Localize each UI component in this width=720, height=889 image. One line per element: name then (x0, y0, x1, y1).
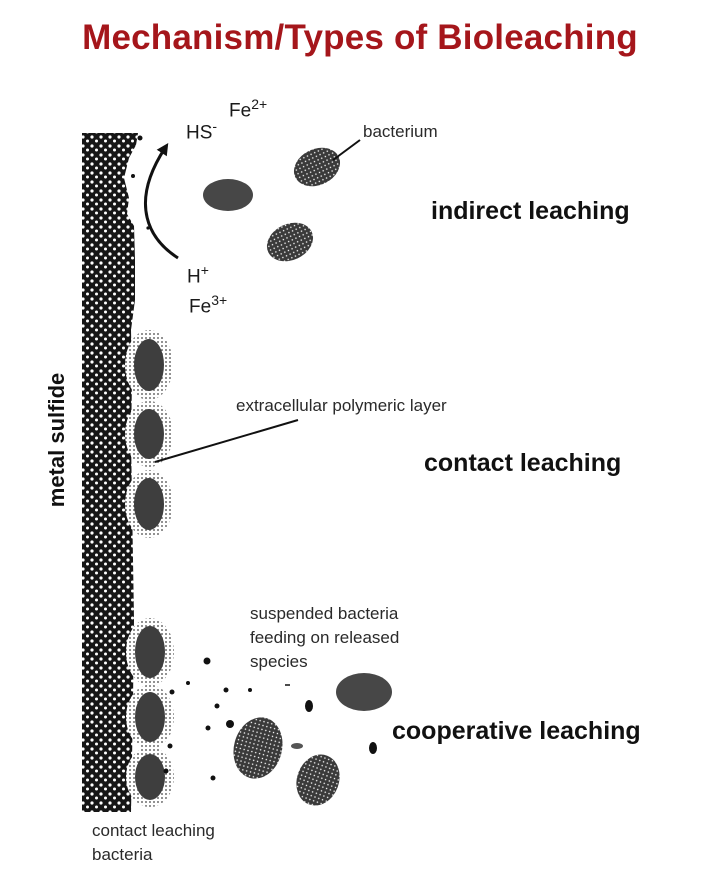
suspended-label-line1: suspended bacteria (250, 604, 399, 623)
attached-cell-group (126, 618, 174, 807)
page-title: Mechanism/Types of Bioleaching (82, 18, 638, 57)
particle (137, 135, 143, 141)
bacterium-free-dotted (266, 222, 314, 262)
suspended-bacterium-dotted (296, 754, 340, 806)
attached-cell-group (125, 330, 173, 538)
cooperative-leaching-label: cooperative leaching (392, 717, 641, 745)
suspended-label-line3: species (250, 652, 308, 671)
bacterium-label: bacterium (363, 122, 438, 141)
indirect-leaching-label: indirect leaching (431, 197, 630, 225)
contact-bacteria-label-line1: contact leaching (92, 821, 215, 840)
released-species (163, 657, 377, 781)
eps-label: extracellular polymeric layer (236, 396, 447, 415)
ion-fe2: Fe2+ (229, 96, 268, 122)
bacterium-free-solid (203, 179, 253, 211)
ion-hs: HS- (186, 118, 218, 144)
indirect-arrow (144, 142, 179, 260)
suspended-bacterium-solid (336, 673, 392, 711)
metal-sulfide-label: metal sulfide (44, 372, 69, 508)
bacterium-free-dotted (293, 147, 341, 187)
ion-h: H+ (187, 262, 209, 288)
contact-bacteria-label-line2: bacteria (92, 845, 153, 864)
suspended-bacterium-dotted (233, 717, 283, 779)
suspended-label-line2: feeding on released (250, 628, 400, 647)
bacterium-leader-line (332, 139, 361, 161)
particle (131, 174, 135, 178)
eps-leader-line (154, 419, 299, 463)
contact-leaching-label: contact leaching (424, 449, 622, 477)
ion-fe3: Fe3+ (189, 292, 228, 318)
metal-sulfide-surface (82, 133, 138, 812)
